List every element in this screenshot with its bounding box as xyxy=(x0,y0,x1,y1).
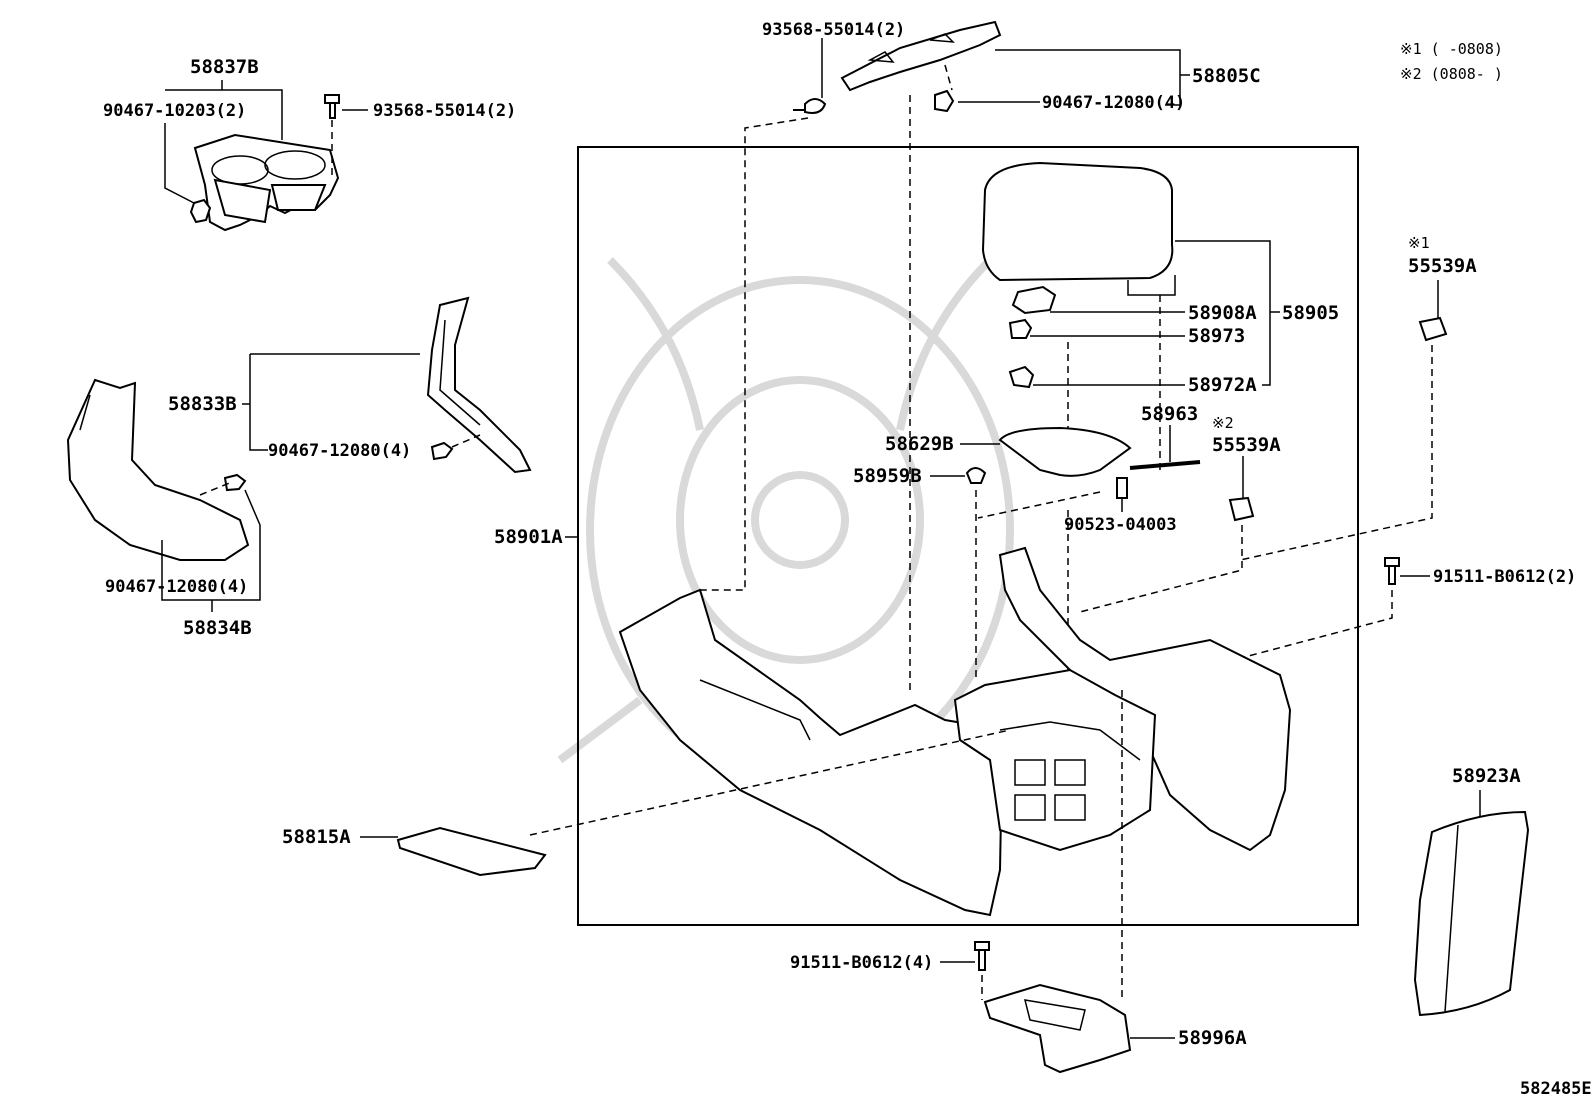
note-2: ※2 (0808- ) xyxy=(1400,65,1503,83)
label-58815A: 58815A xyxy=(282,826,351,848)
screw-icon xyxy=(793,98,827,114)
label-58908A: 58908A xyxy=(1188,302,1257,324)
label-58834B: 58834B xyxy=(183,617,252,639)
armrest-58905[interactable] xyxy=(981,161,1176,296)
cap-55539A-2[interactable] xyxy=(1228,496,1255,522)
pad-58629B[interactable] xyxy=(998,426,1132,477)
label-58959B: 58959B xyxy=(853,465,922,487)
label-93568-55014-top: 93568-55014(2) xyxy=(762,20,905,40)
label-58996A: 58996A xyxy=(1178,1027,1247,1049)
label-58973: 58973 xyxy=(1188,325,1245,347)
label-91511-B0612-bottom: 91511-B0612(4) xyxy=(790,953,933,973)
label-90467-12080-mid: 90467-12080(4) xyxy=(268,441,411,461)
label-90467-12080-low: 90467-12080(4) xyxy=(105,577,248,597)
top-trim-58805C[interactable] xyxy=(840,20,1002,92)
mark-2: ※2 xyxy=(1212,414,1234,432)
side-panel-58834B[interactable] xyxy=(66,378,250,561)
label-58923A: 58923A xyxy=(1452,765,1521,787)
figure-id: 582485E xyxy=(1520,1079,1592,1099)
label-58833B: 58833B xyxy=(168,393,237,415)
rod-58963[interactable] xyxy=(1129,460,1201,470)
label-58805C: 58805C xyxy=(1192,65,1261,87)
label-58905: 58905 xyxy=(1282,302,1339,324)
label-55539A-2: 55539A xyxy=(1212,434,1281,456)
label-58963: 58963 xyxy=(1141,403,1198,425)
bolt-icon xyxy=(1384,557,1400,585)
clip-icon xyxy=(430,441,454,461)
clip-icon xyxy=(965,467,987,484)
label-55539A-1: 55539A xyxy=(1408,255,1477,277)
bolt-icon xyxy=(1116,477,1128,499)
label-58837B: 58837B xyxy=(190,56,259,78)
label-58901A: 58901A xyxy=(494,526,563,548)
bolt-icon xyxy=(974,941,990,971)
screw-icon xyxy=(324,94,340,119)
mark-1: ※1 xyxy=(1408,234,1430,252)
panel-58923A[interactable] xyxy=(1413,810,1530,1017)
clip-icon xyxy=(1008,318,1033,339)
hinge-icon xyxy=(1011,285,1057,315)
clip-icon xyxy=(223,473,247,492)
label-93568-55014-left: 93568-55014(2) xyxy=(373,101,516,121)
label-90467-10203: 90467-10203(2) xyxy=(103,101,246,121)
label-90523-04003: 90523-04003 xyxy=(1064,515,1177,535)
cap-55539A-1[interactable] xyxy=(1418,316,1448,342)
console-body-58901A[interactable] xyxy=(618,546,1292,917)
clip-icon xyxy=(934,89,955,113)
bracket-58996A[interactable] xyxy=(983,983,1132,1074)
cup-holder-part[interactable] xyxy=(193,133,340,232)
note-1: ※1 ( -0808) xyxy=(1400,40,1503,58)
mat-58815A[interactable] xyxy=(396,826,547,877)
clip-icon xyxy=(189,198,212,224)
label-91511-B0612-right: 91511-B0612(2) xyxy=(1433,567,1576,587)
label-58629B: 58629B xyxy=(885,433,954,455)
assembly-box xyxy=(577,146,1359,926)
label-58972A: 58972A xyxy=(1188,374,1257,396)
side-panel-58833B[interactable] xyxy=(426,296,532,474)
label-90467-12080-top: 90467-12080(4) xyxy=(1042,93,1185,113)
clip-icon xyxy=(1008,365,1035,389)
